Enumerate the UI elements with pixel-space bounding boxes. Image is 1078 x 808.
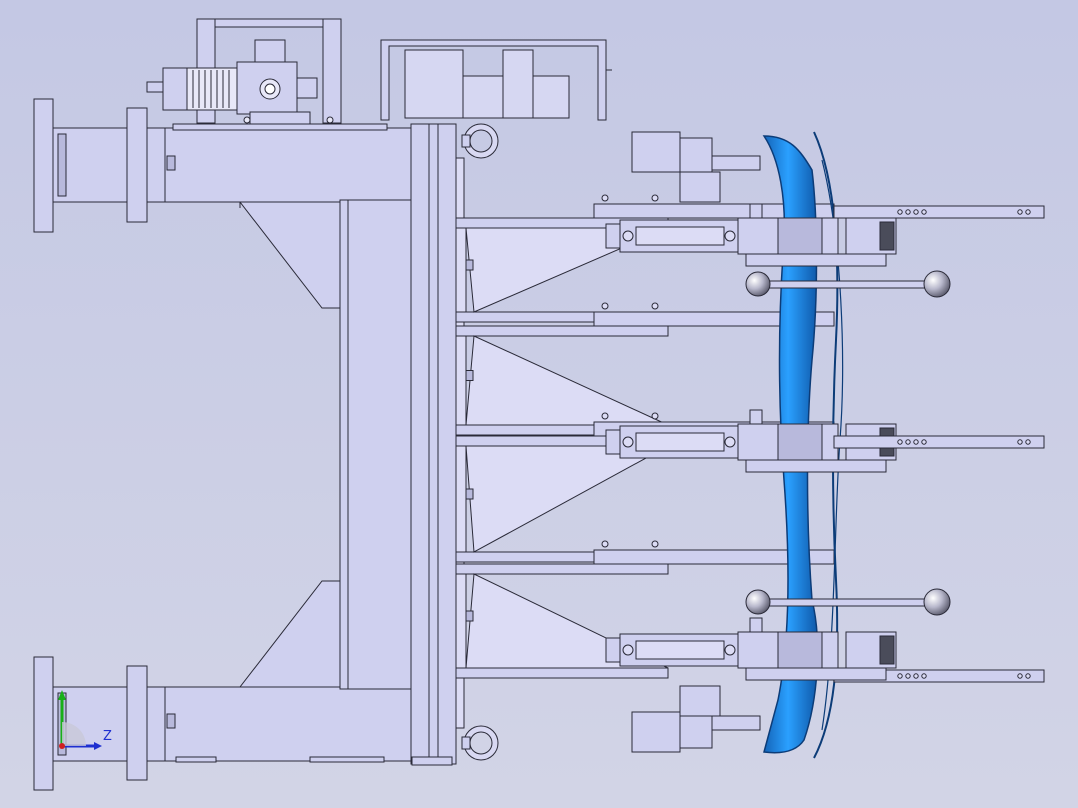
- cylinder-window: [635, 640, 725, 660]
- finger-hole: [1017, 209, 1023, 215]
- finger-hole: [897, 439, 903, 445]
- fitting: [724, 644, 736, 656]
- bolt: [601, 302, 609, 310]
- finger-arm-2: [455, 302, 835, 436]
- clamp-units: [605, 203, 1045, 683]
- finger-hole: [905, 209, 911, 215]
- clamp-jaw: [777, 631, 823, 669]
- finger-hole: [897, 209, 903, 215]
- finger-hole: [913, 673, 919, 679]
- clamp-jaw: [777, 217, 823, 255]
- main-frame: [33, 98, 465, 791]
- fitting: [724, 230, 736, 242]
- arm-web: [455, 445, 467, 553]
- arm-web: [455, 335, 467, 426]
- sensor: [749, 617, 763, 633]
- jaw-insert: [879, 221, 895, 251]
- arm-web: [455, 573, 467, 669]
- finger-hole: [921, 209, 927, 215]
- finger-plate: [833, 435, 1045, 449]
- bolt: [651, 540, 659, 548]
- sensor: [749, 409, 763, 425]
- fitting: [622, 230, 634, 242]
- finger-hole: [905, 439, 911, 445]
- fitting: [622, 436, 634, 448]
- finger-hole: [921, 673, 927, 679]
- arm-bottom-bar: [455, 667, 669, 679]
- locator-pins: [745, 270, 951, 616]
- finger-hole: [1025, 209, 1031, 215]
- cylinder-cap: [605, 429, 621, 455]
- fitting: [724, 436, 736, 448]
- finger-hole: [913, 439, 919, 445]
- finger-hole: [913, 209, 919, 215]
- finger-arm-1: [455, 194, 835, 323]
- z-axis-label: Z: [103, 729, 112, 744]
- top-left-flange: [33, 98, 54, 233]
- valve-bracket: [380, 39, 612, 121]
- finger-hole: [1025, 673, 1031, 679]
- clamp-pad: [465, 370, 474, 381]
- bolt: [601, 540, 609, 548]
- finger-arms: [455, 194, 835, 679]
- finger-hole: [921, 439, 927, 445]
- clamp-unit-3: [605, 617, 1045, 683]
- bolt: [601, 412, 609, 420]
- finger-hole: [1025, 439, 1031, 445]
- clamp-base: [745, 667, 887, 681]
- slide-rail: [593, 311, 835, 327]
- sensor: [749, 203, 763, 219]
- bolt: [651, 302, 659, 310]
- lifting-eye-top: [461, 123, 499, 159]
- clamp-jaw: [777, 423, 823, 461]
- clamp-unit-2: [605, 409, 1045, 473]
- bolt: [651, 412, 659, 420]
- finger-hole: [905, 673, 911, 679]
- clamp-pad: [465, 610, 474, 622]
- fitting: [622, 644, 634, 656]
- jaw-insert: [879, 635, 895, 665]
- bolt: [601, 194, 609, 202]
- axis-triad: [58, 690, 102, 750]
- finger-hole: [1017, 439, 1023, 445]
- cylinder-window: [635, 432, 725, 452]
- cylinder-cap: [605, 223, 621, 249]
- arm-top-bar: [455, 325, 669, 337]
- clamp-unit-1: [605, 203, 1045, 267]
- arm-web: [455, 227, 467, 313]
- cylinder-window: [635, 226, 725, 246]
- finger-hole: [1017, 673, 1023, 679]
- lifting-eye-bottom: [461, 725, 499, 761]
- finger-hole: [897, 673, 903, 679]
- clamp-pad: [465, 488, 474, 500]
- corner-cylinders: [631, 131, 761, 753]
- finger-plate: [833, 205, 1045, 219]
- bottom-left-flange: [33, 656, 54, 791]
- clamp-pad: [465, 259, 474, 271]
- arm-top-bar: [455, 563, 669, 575]
- clamp-base: [745, 253, 887, 267]
- bolt: [651, 194, 659, 202]
- cylinder-cap: [605, 637, 621, 663]
- drive-motor-unit: [146, 18, 342, 125]
- clamp-base: [745, 459, 887, 473]
